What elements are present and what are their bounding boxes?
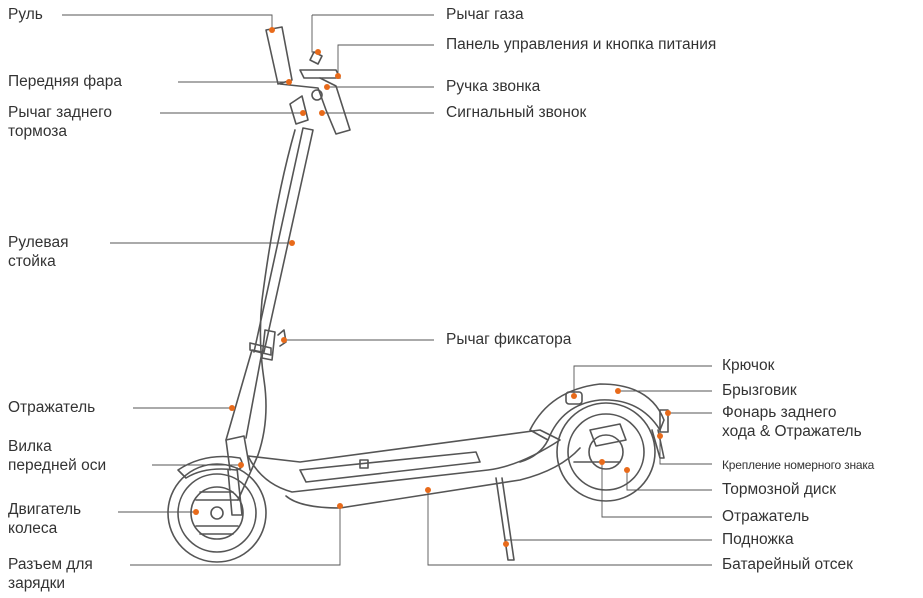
label-headlight: Передняя фара — [8, 73, 122, 90]
rear-light — [659, 409, 669, 433]
handlebar — [265, 26, 351, 135]
rear-fender — [529, 383, 665, 441]
label-stem: Рулевая стойка — [8, 233, 69, 271]
label-throttle: Рычаг газа — [446, 6, 524, 23]
label-taillight-line2: хода & Отражатель — [722, 423, 862, 440]
folding-mechanism — [261, 329, 287, 361]
label-charging-port-line1: Разъем для — [8, 556, 93, 573]
label-fork-line2: передней оси — [8, 457, 107, 474]
deck — [247, 429, 581, 509]
label-fork-line1: Вилка — [8, 438, 52, 455]
label-hub-motor-line1: Двигатель — [8, 501, 82, 518]
label-fork: Вилка передней оси — [8, 437, 106, 475]
label-plate-mount: Крепление номерного знака — [722, 458, 875, 472]
label-dashboard: Панель управления и кнопка питания — [446, 36, 717, 53]
front-fork — [225, 435, 251, 516]
label-mudguard: Брызговик — [722, 382, 797, 399]
front-wheel — [167, 463, 267, 563]
label-stem-line2: стойка — [8, 253, 56, 270]
label-taillight-line1: Фонарь заднего — [722, 404, 837, 421]
steering-column — [225, 127, 314, 441]
callout-lines — [62, 14, 712, 566]
label-hub-motor-line2: колеса — [8, 520, 58, 537]
label-rear-brake-lever-line2: тормоза — [8, 123, 67, 140]
label-bell: Сигнальный звонок — [446, 104, 587, 121]
plate-mount-shape — [651, 429, 665, 459]
label-battery: Батарейный отсек — [722, 556, 853, 573]
label-front-reflector: Отражатель — [8, 399, 96, 416]
label-rear-brake-lever-line1: Рычаг заднего — [8, 104, 113, 121]
label-hub-motor: Двигатель колеса — [8, 500, 81, 538]
rear-fender-brace — [519, 439, 549, 463]
label-hook: Крючок — [722, 357, 775, 374]
label-charging-port: Разъем для зарядки — [8, 555, 93, 593]
label-taillight: Фонарь заднего хода & Отражатель — [722, 403, 862, 441]
scooter-illustration — [167, 26, 669, 563]
label-bell-lever: Ручка звонка — [446, 78, 541, 95]
rear-wheel — [556, 402, 656, 502]
label-kickstand: Подножка — [722, 531, 794, 548]
callout-dots — [193, 27, 671, 547]
label-stem-line1: Рулевая — [8, 234, 69, 251]
label-brake-disc: Тормозной диск — [722, 481, 837, 498]
label-folding-lever: Рычаг фиксатора — [446, 331, 572, 348]
label-handlebar: Руль — [8, 6, 43, 23]
label-rear-brake-lever: Рычаг заднего тормоза — [8, 103, 112, 141]
kickstand — [495, 477, 515, 561]
brake-cable — [237, 129, 296, 501]
label-rear-reflector: Отражатель — [722, 508, 810, 525]
label-charging-port-line2: зарядки — [8, 575, 66, 592]
